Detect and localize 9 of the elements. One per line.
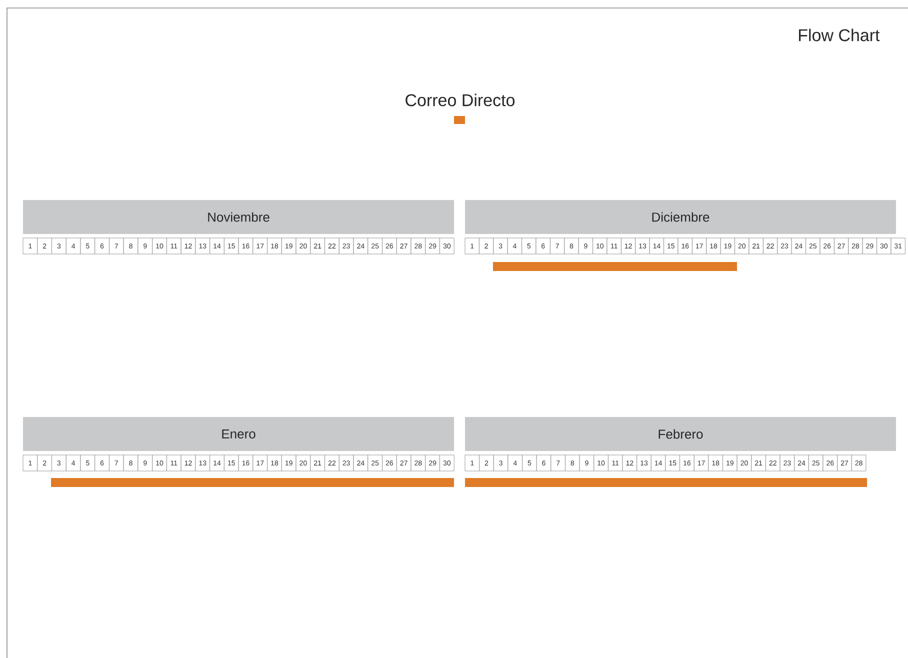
gantt-bar <box>51 478 454 487</box>
month-header-bar: Enero <box>23 417 454 451</box>
legend-label: Correo Directo <box>406 94 515 106</box>
gantt-bar <box>465 478 867 487</box>
month-header-bar: Febrero <box>465 417 896 451</box>
month-header-bar: Diciembre <box>465 200 896 234</box>
title: Flow Chart <box>799 28 880 42</box>
month-header-bar: Noviembre <box>23 200 454 234</box>
gantt-bar <box>493 262 737 271</box>
